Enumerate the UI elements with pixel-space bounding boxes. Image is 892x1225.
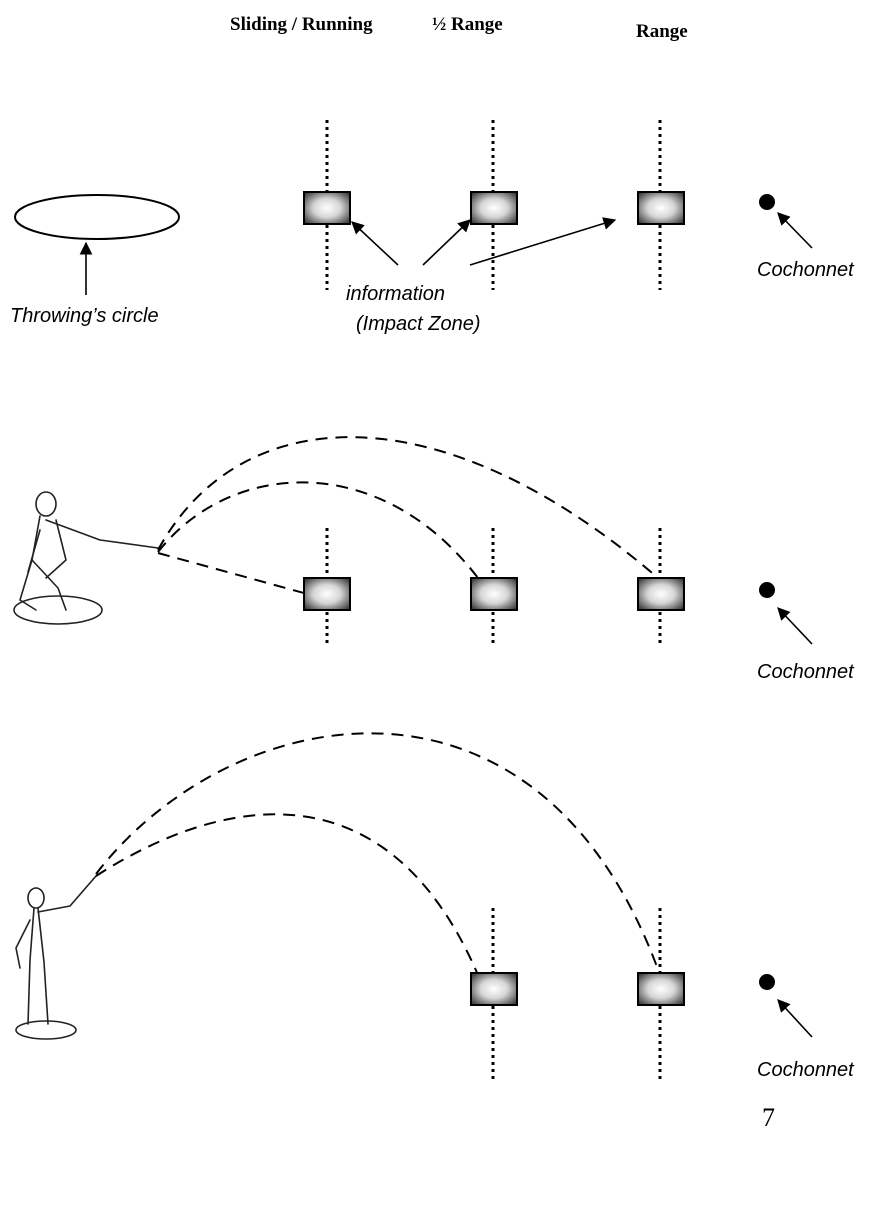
impact-zone-range	[637, 191, 685, 225]
info-arrow-2	[422, 219, 471, 266]
header-half-range: ½ Range	[432, 14, 503, 35]
impact-zone-range-3	[637, 972, 685, 1006]
cochonnet-arrow	[777, 212, 813, 249]
panel-2: Cochonnet	[13, 436, 855, 683]
impact-zone-half-range-2	[470, 577, 518, 611]
trajectory-half-range-2	[157, 481, 479, 579]
page-number: 7	[762, 1103, 775, 1132]
trajectory-half-range-3	[95, 813, 479, 976]
impact-zone-sliding	[303, 191, 351, 225]
cochonnet-label: Cochonnet	[757, 259, 855, 281]
info-arrow-1	[351, 221, 399, 266]
cochonnet-dot-3	[759, 974, 775, 990]
trajectory-sliding-2	[157, 552, 324, 602]
throwing-circle	[14, 194, 180, 240]
trajectory-range-3	[95, 732, 661, 976]
panel-1: Throwing’s circle information (Impact Zo…	[10, 120, 855, 335]
information-label: information	[346, 283, 445, 305]
cochonnet-dot	[759, 194, 775, 210]
impact-zone-half-range-3	[470, 972, 518, 1006]
impact-zone-range-2	[637, 577, 685, 611]
panel-3: Cochonnet	[15, 732, 855, 1081]
cochonnet-arrow-2	[777, 607, 813, 645]
standing-player-figure	[15, 875, 97, 1040]
info-arrow-3	[469, 217, 617, 266]
header-sliding-running: Sliding / Running	[230, 14, 373, 35]
cochonnet-label-3: Cochonnet	[757, 1059, 855, 1081]
impact-zone-label: (Impact Zone)	[356, 313, 480, 335]
throwing-circle-label: Throwing’s circle	[10, 305, 159, 327]
trajectory-range-2	[157, 436, 659, 579]
impact-zone-sliding-2	[303, 577, 351, 611]
impact-zone-half-range	[470, 191, 518, 225]
cochonnet-arrow-3	[777, 999, 813, 1038]
crouching-player-figure	[13, 491, 159, 625]
cochonnet-label-2: Cochonnet	[757, 661, 855, 683]
header-range: Range	[636, 21, 688, 42]
cochonnet-dot-2	[759, 582, 775, 598]
